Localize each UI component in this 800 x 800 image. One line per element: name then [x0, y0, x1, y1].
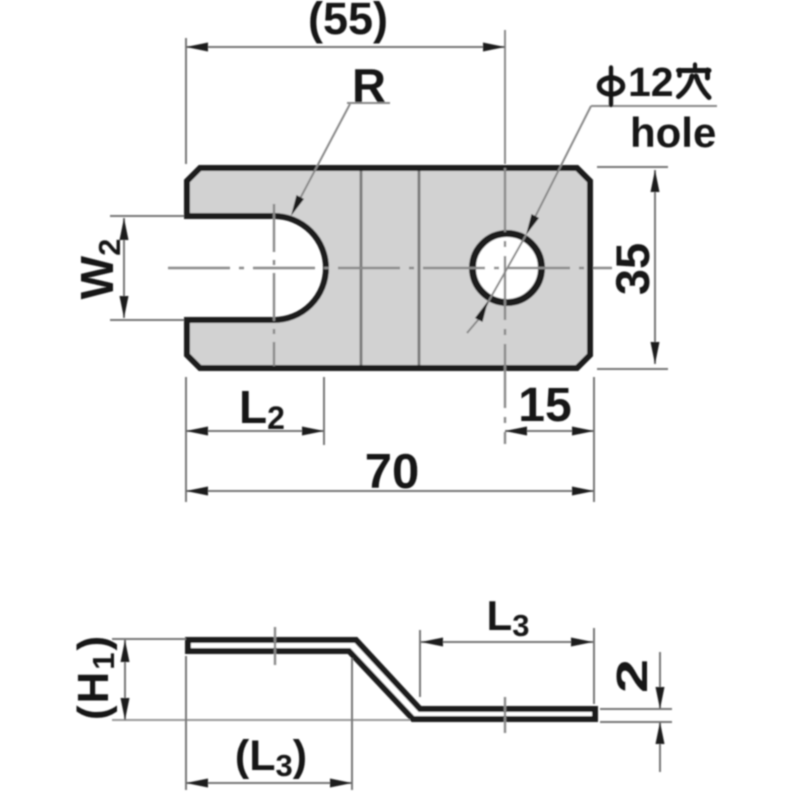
- svg-text:hole: hole: [630, 109, 716, 156]
- svg-text:R: R: [352, 59, 386, 112]
- svg-text:12: 12: [628, 59, 674, 105]
- svg-text:15: 15: [518, 379, 571, 432]
- svg-text:35: 35: [606, 243, 659, 295]
- svg-text:(55): (55): [308, 0, 388, 44]
- svg-text:(L3): (L3): [235, 732, 307, 783]
- svg-text:70: 70: [365, 445, 420, 499]
- svg-text:2: 2: [608, 659, 656, 693]
- svg-text:(H1): (H1): [69, 634, 121, 720]
